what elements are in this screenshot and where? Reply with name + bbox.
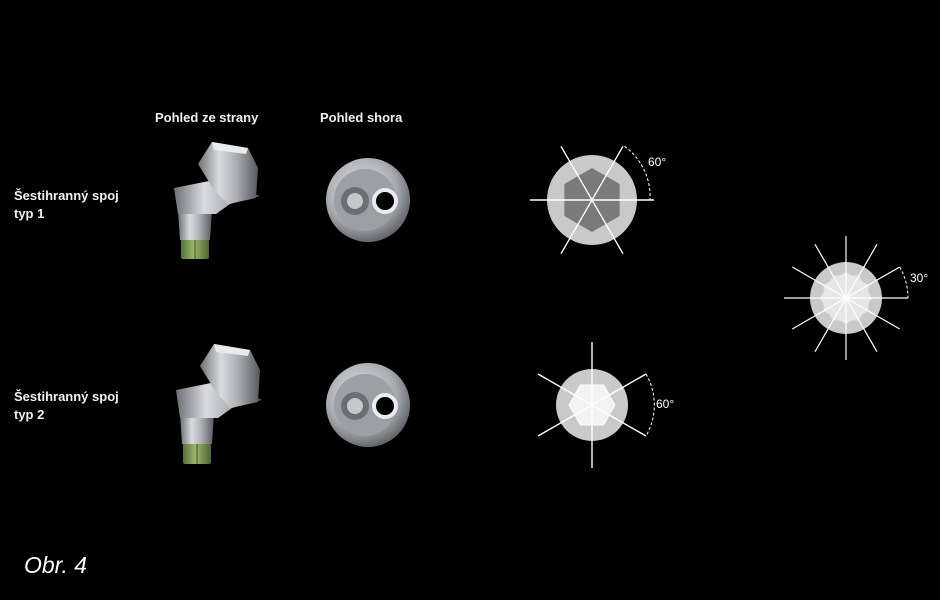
row-label-type-2-line1: Šestihranný spoj [14, 389, 119, 404]
hex-diagram-type-1: 60° [530, 145, 666, 255]
abutment-top-view-type-2 [326, 363, 410, 447]
angle-label-type-1: 60° [648, 155, 666, 169]
abutment-top-view-type-1 [326, 158, 410, 242]
header-side-view: Pohled ze strany [155, 110, 259, 125]
angle-label-combined: 30° [910, 271, 928, 285]
abutment-side-view-type-1 [174, 142, 260, 259]
row-label-type-1: Šestihranný spoj typ 1 [14, 187, 134, 223]
angle-label-type-2: 60° [656, 397, 674, 411]
row-label-type-2-line2: typ 2 [14, 407, 45, 422]
row-label-type-2: Šestihranný spoj typ 2 [14, 388, 134, 424]
row-label-type-1-line2: typ 1 [14, 206, 45, 221]
header-top-view: Pohled shora [320, 110, 403, 125]
figure-label: Obr. 4 [24, 552, 88, 578]
abutment-side-view-type-2 [176, 344, 262, 464]
row-label-type-1-line1: Šestihranný spoj [14, 188, 119, 203]
combined-hex-diagram: 30° [784, 236, 928, 360]
hex-diagram-type-2: 60° [537, 342, 674, 468]
